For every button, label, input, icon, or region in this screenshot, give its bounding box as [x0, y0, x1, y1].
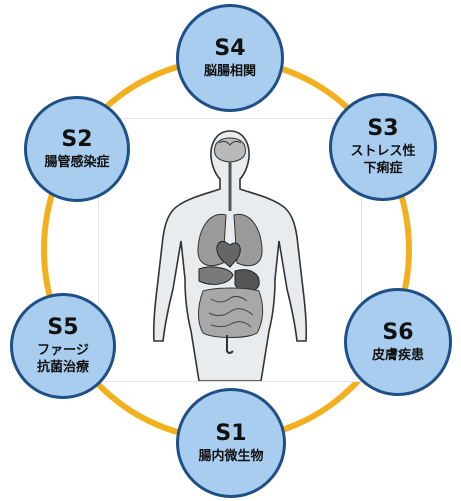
brain: [215, 138, 246, 162]
node-code: S6: [382, 321, 413, 345]
node-label: 皮膚疾患: [372, 347, 424, 364]
node-s3[interactable]: S3 ストレス性 下痢症: [329, 93, 437, 201]
node-label: 腸管感染症: [44, 154, 109, 171]
node-label: ストレス性 下痢症: [350, 143, 415, 177]
node-s4[interactable]: S4 脳腸相関: [176, 4, 284, 112]
node-s1[interactable]: S1 腸内微生物: [176, 388, 286, 498]
node-s6[interactable]: S6 皮膚疾患: [344, 288, 452, 396]
human-anatomy-illustration: [98, 118, 362, 382]
node-code: S1: [215, 422, 246, 446]
node-code: S2: [61, 128, 92, 152]
node-label: 脳腸相関: [204, 63, 256, 80]
node-label: ファージ 抗菌治療: [37, 342, 89, 376]
node-label: 腸内微生物: [198, 448, 263, 465]
node-code: S4: [214, 37, 245, 61]
node-code: S3: [367, 117, 398, 141]
node-s5[interactable]: S5 ファージ 抗菌治療: [10, 293, 116, 399]
node-s2[interactable]: S2 腸管感染症: [24, 96, 130, 202]
node-code: S5: [47, 316, 78, 340]
